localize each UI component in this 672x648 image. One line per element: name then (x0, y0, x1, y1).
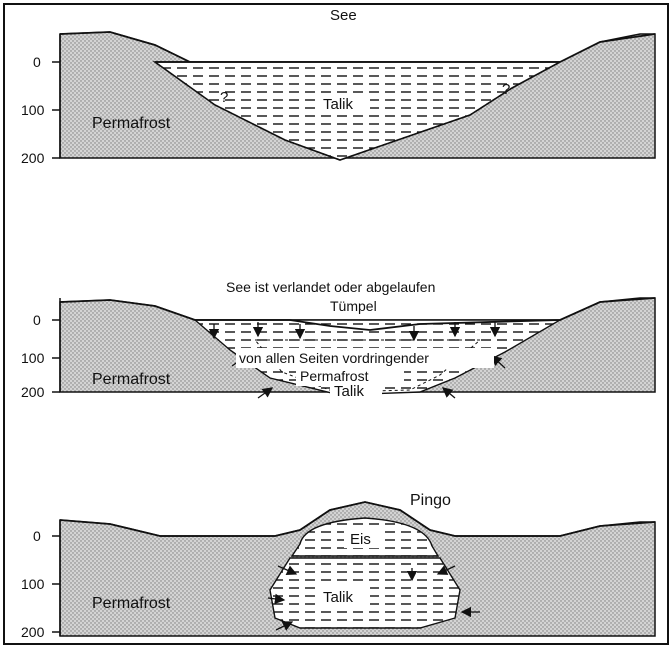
depth-tick-0-2: 0 (33, 312, 41, 328)
talik-label-2: Talik (334, 383, 365, 400)
figure-frame (3, 3, 669, 645)
pond-label: Tümpel (330, 298, 377, 314)
depth-axis-3: 0 100 200 (21, 520, 61, 640)
permafrost-label-2: Permafrost (92, 371, 171, 388)
question-mark-right: ? (502, 81, 510, 98)
depth-axis-2: 0 100 200 (21, 298, 61, 400)
question-mark-left: ? (220, 89, 228, 106)
depth-tick-200-3: 200 (21, 624, 45, 640)
depth-tick-200-2: 200 (21, 384, 45, 400)
depth-axis-1: 0 100 200 (21, 34, 61, 166)
permafrost-label-2b: Permafrost (300, 368, 369, 384)
panel-drained-lake: See ist verlandet oder abgelaufen Tümpel… (21, 279, 656, 400)
freezing-arrows (208, 322, 506, 399)
advancing-permafrost-label: von allen Seiten vordringender (239, 350, 429, 366)
panel-pingo: Pingo Eis Talik Permafrost 0 100 200 (21, 492, 656, 640)
talik-label-1: Talik (323, 96, 354, 113)
pingo-arrows (267, 565, 480, 631)
depth-tick-200: 200 (21, 150, 45, 166)
depth-tick-100-3: 100 (21, 576, 45, 592)
depth-tick-100-2: 100 (21, 350, 45, 366)
permafrost-label-3: Permafrost (92, 595, 171, 612)
panel-lake: See Talik ? ? Permafrost 0 100 200 (21, 7, 656, 166)
talik-boundary-1 (214, 87, 513, 161)
pingo-title: Pingo (410, 492, 451, 509)
depth-tick-100: 100 (21, 102, 45, 118)
drained-lake-title: See ist verlandet oder abgelaufen (226, 279, 435, 295)
depth-tick-0-3: 0 (33, 528, 41, 544)
permafrost-label-1: Permafrost (92, 115, 171, 132)
talik-label-3: Talik (323, 589, 354, 606)
lake-title: See (330, 7, 357, 24)
ice-label: Eis (350, 531, 371, 548)
depth-tick-0: 0 (33, 54, 41, 70)
